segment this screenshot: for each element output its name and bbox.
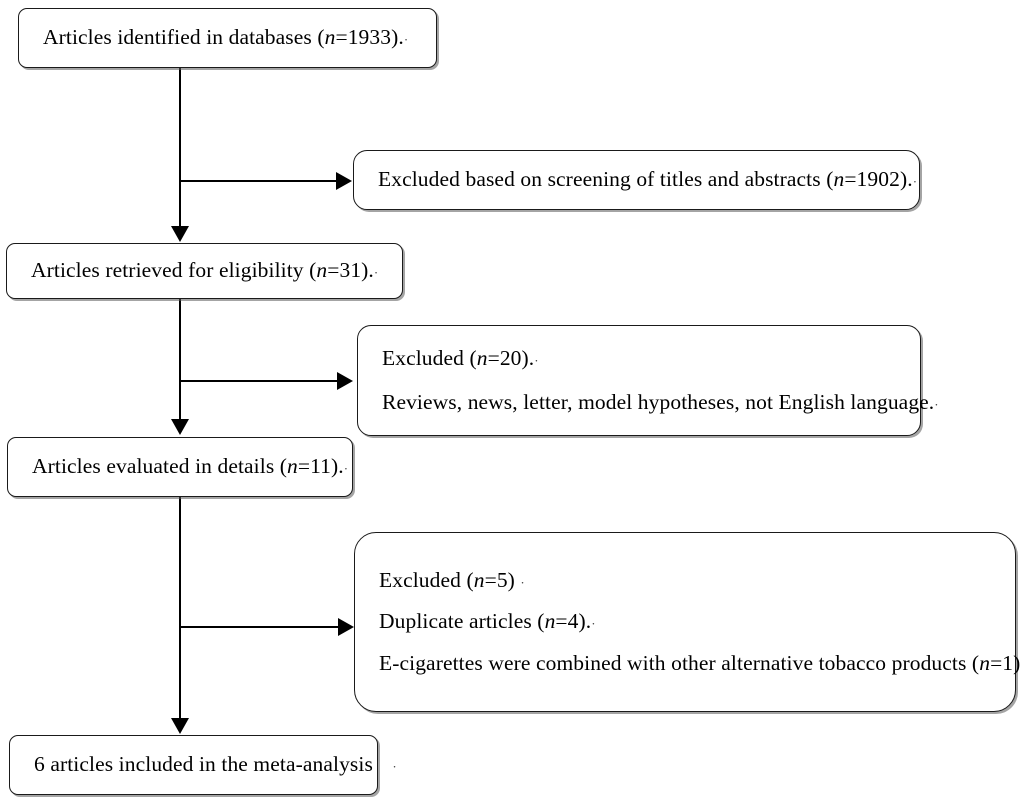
italic-n: n — [476, 346, 488, 370]
node-excluded-details: Excluded (n=5) · Duplicate articles (n=4… — [354, 532, 1021, 712]
paragraph-mark: · — [912, 174, 918, 190]
italic-n: n — [316, 258, 328, 283]
arrowhead-right-to-excluded-eligibility — [337, 372, 353, 390]
connector-branch-to-excluded-screening — [179, 180, 338, 183]
arrowhead-right-to-excluded-screening — [336, 172, 352, 190]
node-line: Reviews, news, letter, model hypotheses,… — [382, 389, 939, 414]
node-line: 6 articles included in the meta-analysis… — [34, 752, 397, 777]
paragraph-mark: · — [392, 759, 397, 775]
arrowhead-right-to-excluded-details — [338, 618, 354, 636]
paragraph-mark: · — [520, 574, 525, 590]
paragraph-mark: · — [591, 616, 596, 632]
arrowhead-down-to-evaluated — [171, 419, 189, 435]
node-line: Articles evaluated in details (n=11).· — [32, 454, 349, 479]
node-articles-identified: Articles identified in databases (n=1933… — [18, 8, 437, 68]
node-excluded-eligibility: Excluded (n=20).· Reviews, news, letter,… — [357, 325, 939, 436]
node-line: Excluded (n=5) · — [379, 567, 525, 592]
connector-evaluated-to-included — [179, 497, 182, 719]
italic-n: n — [473, 567, 485, 592]
node-line: Excluded based on screening of titles an… — [378, 167, 918, 192]
arrowhead-down-to-retrieved — [171, 226, 189, 242]
italic-n: n — [287, 454, 298, 479]
connector-identified-to-retrieved — [179, 68, 182, 228]
node-articles-included: 6 articles included in the meta-analysis… — [9, 735, 397, 795]
italic-n: n — [979, 650, 991, 675]
node-line: Duplicate articles (n=4).· — [379, 609, 596, 634]
paragraph-mark: · — [934, 396, 939, 412]
paragraph-mark: · — [534, 353, 539, 368]
node-articles-retrieved: Articles retrieved for eligibility (n=31… — [6, 243, 403, 299]
paragraph-mark: · — [403, 32, 409, 48]
paragraph-mark: · — [343, 461, 349, 477]
node-articles-evaluated: Articles evaluated in details (n=11).· — [7, 437, 353, 497]
italic-n: n — [544, 609, 556, 634]
connector-branch-to-excluded-details — [179, 626, 340, 629]
node-line: Articles retrieved for eligibility (n=31… — [31, 258, 379, 283]
connector-retrieved-to-evaluated — [179, 298, 182, 420]
italic-n: n — [833, 167, 845, 192]
arrowhead-down-to-included — [171, 718, 189, 734]
connector-branch-to-excluded-eligibility — [179, 380, 339, 383]
paragraph-mark: · — [373, 265, 379, 281]
node-excluded-screening: Excluded based on screening of titles an… — [353, 150, 920, 210]
node-line: Articles identified in databases (n=1933… — [43, 25, 409, 50]
italic-n: n — [324, 25, 336, 50]
node-line: Excluded (n=20).· — [382, 346, 539, 370]
node-line: E-cigarettes were combined with other al… — [379, 650, 1021, 675]
